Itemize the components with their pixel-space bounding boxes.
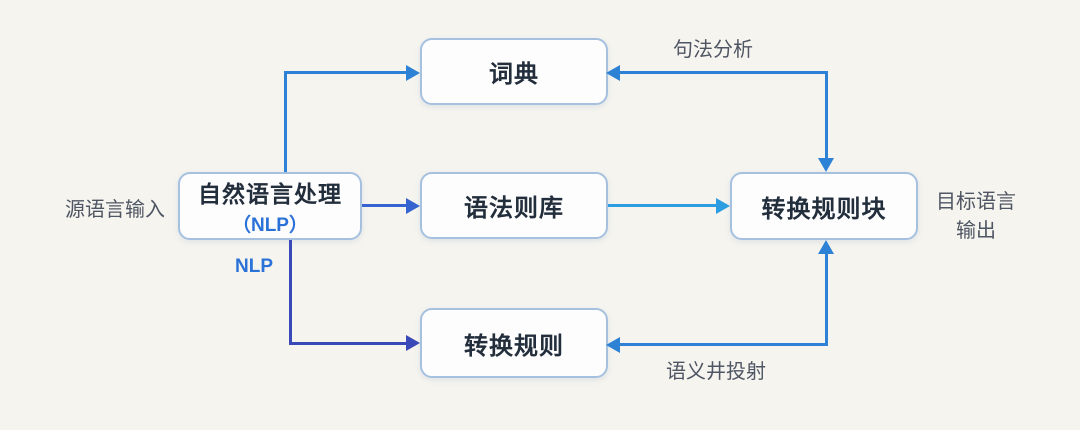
node-transform-rule-block: 转换规则块 <box>730 172 918 240</box>
edge-syntax-down-arrowhead <box>818 158 834 172</box>
node-grammar-label: 语法则库 <box>464 195 564 222</box>
edge-semantic-left-arrowhead <box>606 337 620 353</box>
edge-nlp-to-rules-arrowhead <box>406 335 420 351</box>
source-language-input-label: 源语言输入 <box>65 199 165 221</box>
target-language-output-label: 目标语言 输出 <box>922 188 1030 246</box>
node-grammar-rule-base: 语法则库 <box>420 172 608 239</box>
edge-grammar-to-block-arrowhead <box>716 198 730 214</box>
nlp-edge-label: NLP <box>235 256 273 277</box>
node-nlp: 自然语言处理 （NLP） <box>178 172 362 240</box>
node-transform-rule-block-label: 转换规则块 <box>761 195 887 223</box>
node-transform-rules-label: 转换规则 <box>464 332 564 360</box>
node-nlp-subtitle: （NLP） <box>231 215 308 236</box>
edge-nlp-to-dictionary-vertical <box>284 72 287 172</box>
edge-syntax-vertical <box>825 71 828 160</box>
node-nlp-title: 自然语言处理 <box>198 181 342 207</box>
edge-semantic-up-arrowhead <box>818 240 834 254</box>
target-output-line2: 输出 <box>956 220 996 242</box>
node-dictionary-label: 词典 <box>489 61 539 88</box>
edge-nlp-to-dictionary-arrowhead <box>406 65 420 81</box>
edge-syntax-horizontal <box>620 71 828 74</box>
syntax-analysis-edge-label: 句法分析 <box>673 39 753 61</box>
edge-syntax-left-arrowhead <box>606 65 620 81</box>
node-transform-rules: 转换规则 <box>420 308 608 378</box>
node-dictionary: 词典 <box>420 38 608 105</box>
edge-grammar-to-block-line <box>608 204 718 207</box>
edge-nlp-to-grammar-arrowhead <box>406 198 420 214</box>
edge-nlp-to-rules-vertical <box>289 240 292 344</box>
semantic-projection-edge-label: 语义井投射 <box>666 361 766 383</box>
edge-semantic-vertical <box>825 252 828 346</box>
edge-nlp-to-dictionary-horizontal <box>284 71 407 74</box>
edge-nlp-to-rules-horizontal <box>289 342 408 345</box>
edge-semantic-horizontal <box>620 343 828 346</box>
target-output-line1: 目标语言 <box>936 191 1016 213</box>
edge-nlp-to-grammar-line <box>362 204 408 207</box>
